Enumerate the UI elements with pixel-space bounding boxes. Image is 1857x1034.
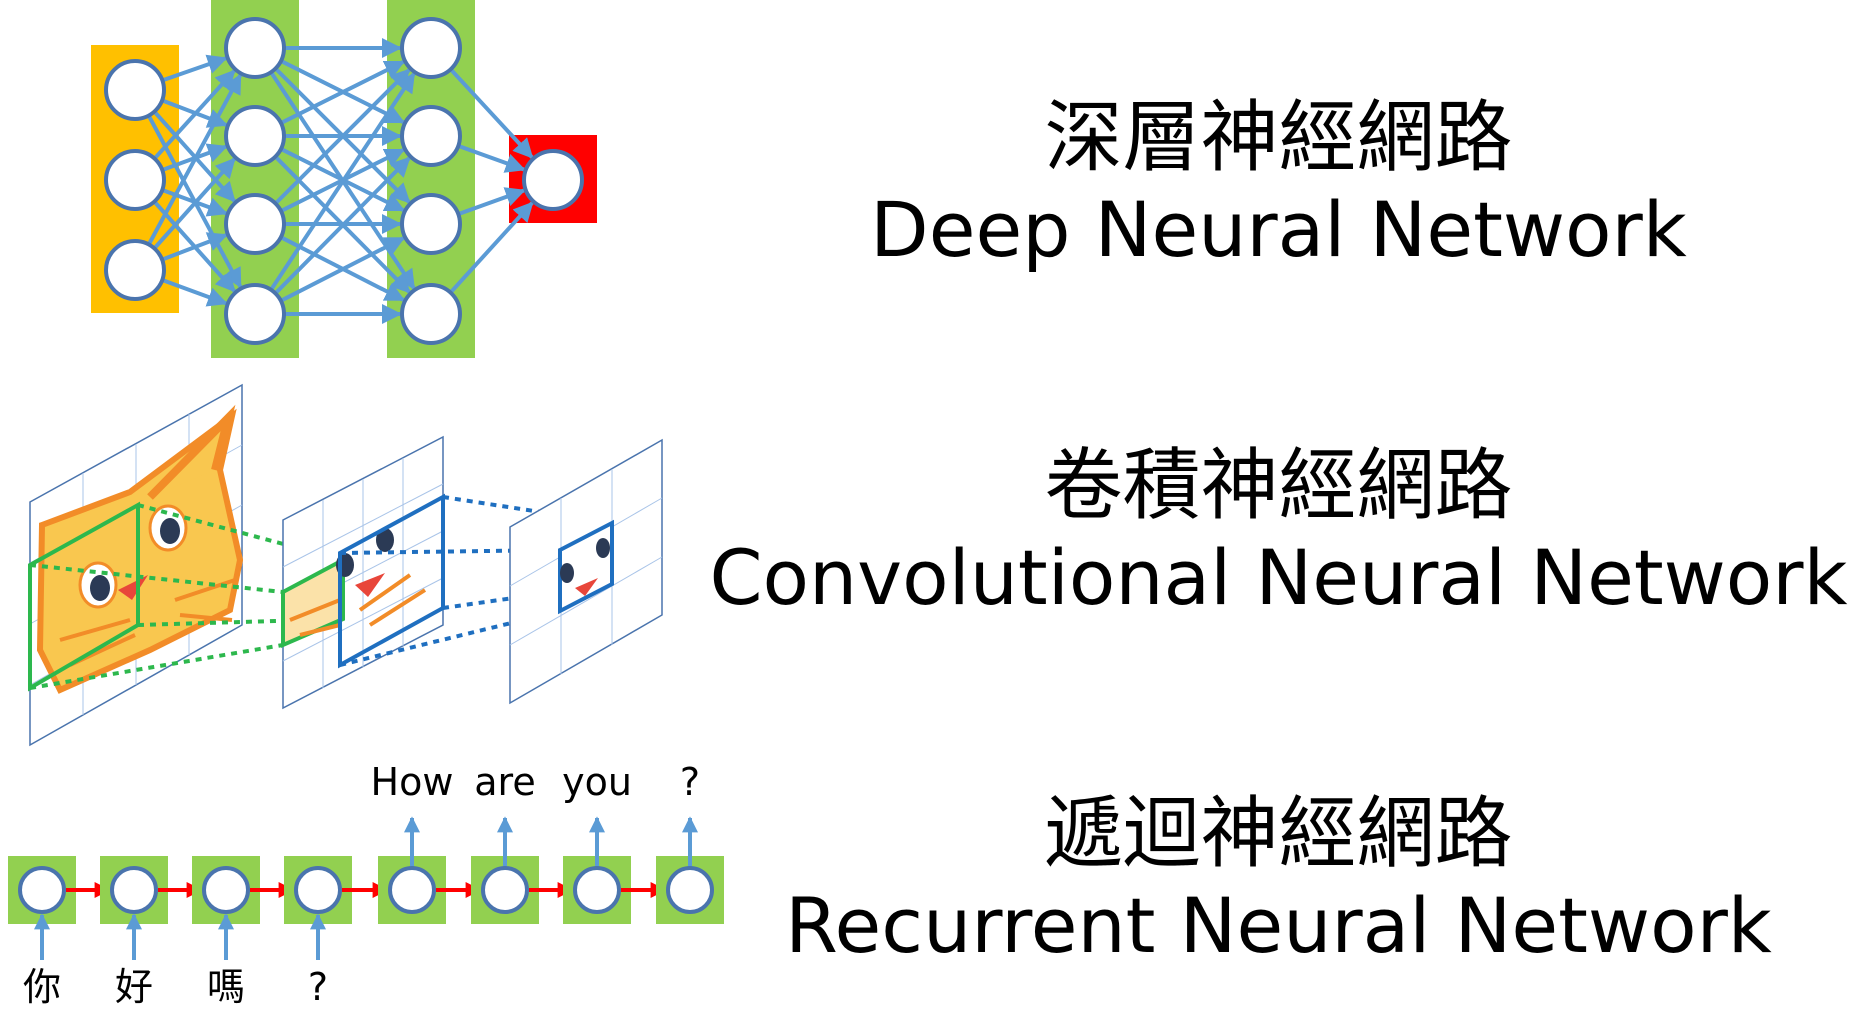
dnn-node bbox=[104, 239, 166, 301]
rnn-diagram: 你 好 嗎 ? How are you ? bbox=[8, 760, 724, 1009]
rnn-input-word: 嗎 bbox=[207, 965, 245, 1009]
rnn-node bbox=[294, 866, 342, 914]
dnn-connection bbox=[152, 157, 236, 250]
rnn-output-word: you bbox=[562, 760, 632, 804]
dnn-node bbox=[400, 283, 462, 345]
dnn-connections bbox=[146, 38, 534, 324]
dnn-nodes bbox=[104, 17, 584, 345]
dnn-connection bbox=[161, 54, 228, 83]
dnn-node bbox=[400, 17, 462, 79]
rnn-node bbox=[573, 866, 621, 914]
rnn-output-word: ? bbox=[680, 760, 700, 804]
rnn-input-word: ? bbox=[308, 965, 328, 1009]
dnn-connection bbox=[153, 69, 236, 160]
dnn-node bbox=[224, 193, 286, 255]
rnn-node bbox=[481, 866, 529, 914]
dnn-connection bbox=[269, 72, 416, 291]
dnn-node bbox=[224, 283, 286, 345]
rnn-title-zh: 遞迴神經網路 bbox=[1044, 789, 1513, 879]
cnn-title: 卷積神經網路 Convolutional Neural Network bbox=[700, 440, 1857, 624]
dnn-connection bbox=[457, 187, 526, 217]
dnn-connection bbox=[274, 68, 411, 205]
rnn-output-word: are bbox=[474, 760, 535, 804]
dnn-connection bbox=[279, 236, 406, 303]
rnn-output-word: How bbox=[371, 760, 454, 804]
rnn-words: 你 好 嗎 ? How are you ? bbox=[23, 760, 700, 1009]
rnn-node bbox=[18, 866, 66, 914]
dnn-node bbox=[400, 105, 462, 167]
rnn-input-word: 你 bbox=[23, 965, 61, 1009]
rnn-node bbox=[666, 866, 714, 914]
feature-map-plane-1 bbox=[281, 435, 445, 710]
dnn-connection bbox=[457, 143, 526, 173]
dnn-node bbox=[522, 149, 584, 211]
rnn-title: 遞迴神經網路 Recurrent Neural Network bbox=[700, 788, 1857, 972]
dnn-title: 深層神經網路 Deep Neural Network bbox=[700, 92, 1857, 276]
dnn-connection bbox=[273, 156, 411, 295]
dnn-connection bbox=[161, 232, 228, 262]
dnn-title-zh: 深層神經網路 bbox=[1044, 93, 1513, 183]
dnn-connection bbox=[147, 73, 243, 246]
network-diagrams: 你 好 嗎 ? How are you ? bbox=[8, 0, 724, 1009]
cat-nose bbox=[118, 575, 148, 600]
dnn-node bbox=[104, 149, 166, 211]
rnn-cells bbox=[8, 816, 724, 960]
dnn-node bbox=[224, 105, 286, 167]
dnn-connection bbox=[280, 60, 406, 125]
dnn-title-en: Deep Neural Network bbox=[870, 185, 1687, 274]
dnn-connection bbox=[449, 67, 534, 159]
feature-map-plane-2 bbox=[509, 438, 663, 705]
rnn-title-en: Recurrent Neural Network bbox=[785, 881, 1772, 970]
rnn-node bbox=[110, 866, 158, 914]
dnn-connection bbox=[161, 278, 228, 307]
dnn-node bbox=[400, 193, 462, 255]
dnn-node bbox=[224, 17, 286, 79]
cnn-title-zh: 卷積神經網路 bbox=[1044, 441, 1513, 531]
cnn-diagram bbox=[28, 383, 663, 747]
dnn-connection bbox=[449, 201, 534, 294]
dnn-diagram bbox=[91, 0, 597, 358]
dnn-node bbox=[104, 59, 166, 121]
rnn-node bbox=[388, 866, 436, 914]
rnn-node bbox=[202, 866, 250, 914]
cnn-title-en: Convolutional Neural Network bbox=[709, 533, 1848, 622]
rnn-input-word: 好 bbox=[115, 965, 153, 1009]
input-image-plane bbox=[28, 383, 244, 747]
